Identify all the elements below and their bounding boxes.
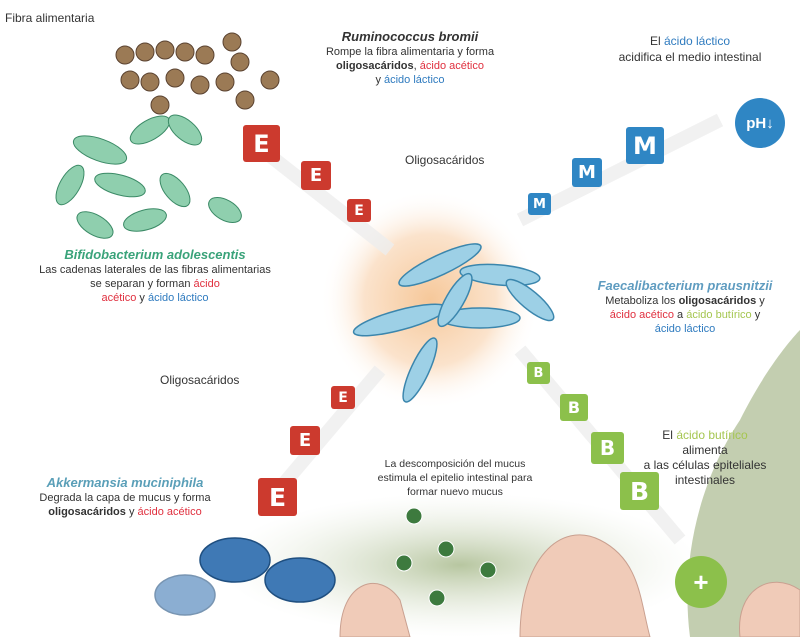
caption-line: Las cadenas laterales de las fibras alim… (39, 264, 271, 276)
term-oligo: oligosacáridos (336, 60, 414, 72)
text: y (125, 506, 138, 518)
akkermansia-title: Akkermansia muciniphila (46, 475, 204, 490)
faecalibacterium-cells (352, 243, 555, 403)
caption-line: formar nuevo mucus (407, 486, 503, 498)
term-acetic: acético (101, 292, 137, 304)
lactic-caption: El ácido láctico acidifica el medio inte… (590, 33, 790, 65)
ruminococcus-title: Ruminococcus bromii (341, 29, 479, 44)
mucus-caption: La descomposición del mucus estimula el … (360, 457, 550, 499)
acetate-badge: E (243, 125, 280, 162)
term-acetic: ácido acético (137, 506, 202, 518)
lactate-badge: M (626, 127, 664, 164)
text: y (751, 309, 761, 321)
text: se separan y forman (90, 278, 194, 290)
lactate-badge: M (528, 193, 551, 215)
caption-line: Degrada la capa de mucus y forma (39, 492, 211, 504)
text: y (136, 292, 148, 304)
arrow-upper-right (516, 113, 724, 227)
bifido-title: Bifidobacterium adolescentis (64, 247, 246, 262)
caption-line: acidifica el medio intestinal (618, 50, 762, 64)
ruminococcus-cocci (115, 32, 280, 115)
villus (339, 583, 411, 637)
plus-icon: + (675, 556, 727, 608)
term-lactic: ácido láctico (654, 323, 716, 335)
text: alimenta (682, 443, 728, 457)
caption-line: intestinales (674, 473, 736, 487)
caption-line: Rompe la fibra alimentaria y forma (325, 46, 495, 58)
butyrate-badge: B (591, 432, 624, 464)
butyric-caption: El ácido butírico alimenta a las células… (640, 428, 770, 488)
acetate-badge: E (258, 478, 297, 516)
bifido-caption: Bifidobacterium adolescentis Las cadenas… (20, 247, 290, 305)
term-oligo: oligosacáridos (48, 506, 126, 518)
acetate-badge: E (347, 199, 371, 222)
caption-line: estimula el epitelio intestinal para (377, 472, 533, 484)
caption-line: La descomposición del mucus (384, 458, 526, 470)
bifidobacterium-cells (55, 114, 242, 239)
ruminococcus-caption: Ruminococcus bromii Rompe la fibra alime… (300, 29, 520, 87)
caption-line: a las células epiteliales (643, 458, 767, 472)
butyrate-badge: B (620, 472, 659, 510)
butyrate-badge: B (560, 394, 588, 421)
label-fiber: Fibra alimentaria (5, 11, 95, 25)
acetate-badge: E (331, 386, 355, 409)
text: , (413, 60, 420, 72)
butyrate-badge: B (527, 362, 550, 384)
text: Metaboliza los (605, 295, 679, 307)
acetate-badge: E (290, 426, 320, 455)
ph-down-icon: pH↓ (735, 98, 785, 148)
faecali-title: Faecalibacterium prausnitzii (597, 278, 773, 293)
lactate-badge: M (572, 158, 602, 187)
label-oligosaccharides-top: Oligosacáridos (405, 153, 485, 167)
akkermansia-cells (154, 537, 336, 616)
term-butyric: ácido butírico (686, 309, 752, 321)
akkermansia-caption: Akkermansia muciniphila Degrada la capa … (10, 475, 240, 519)
text: a (673, 309, 687, 321)
term-oligo: oligosacáridos (678, 295, 757, 307)
term-acetic: ácido acético (419, 60, 484, 72)
term-acetic: ácido (193, 278, 220, 290)
label-oligosaccharides-bottom: Oligosacáridos (160, 373, 240, 387)
term-acetic: ácido acético (609, 309, 674, 321)
term-lactic: ácido láctico (384, 74, 445, 86)
term-butyric: ácido butírico (676, 428, 748, 442)
acetate-badge: E (301, 161, 331, 190)
term-lactic: ácido láctico (663, 34, 731, 48)
villus (519, 534, 651, 637)
text: El (649, 34, 664, 48)
term-lactic: ácido láctico (147, 292, 209, 304)
text: y (756, 295, 765, 307)
text: y (375, 74, 384, 86)
faecali-caption: Faecalibacterium prausnitzii Metaboliza … (580, 278, 790, 336)
mucus-dots (395, 507, 497, 607)
text: El (662, 428, 677, 442)
